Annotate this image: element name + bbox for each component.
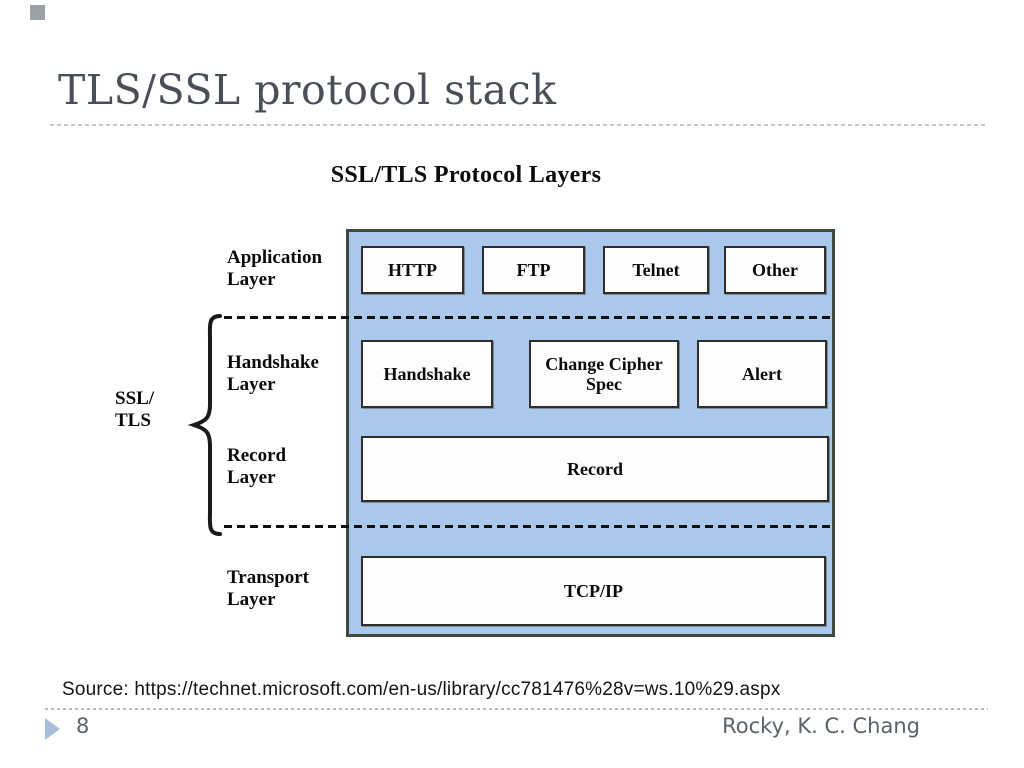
footer-author: Rocky, K. C. Chang <box>722 714 920 738</box>
label-line: Layer <box>227 589 276 610</box>
label-line: Layer <box>227 467 276 488</box>
protocol-box-http: HTTP <box>361 246 464 294</box>
label-line: Layer <box>227 269 276 290</box>
protocol-box-change-cipher-spec: Change Cipher Spec <box>529 340 679 408</box>
protocol-box-tcpip: TCP/IP <box>361 556 826 626</box>
diagram-title: SSL/TLS Protocol Layers <box>330 162 602 188</box>
protocol-box-handshake: Handshake <box>361 340 493 408</box>
label-ssl-tls: SSL/ TLS <box>115 388 154 432</box>
label-line: Application <box>227 247 323 268</box>
protocol-box-alert: Alert <box>697 340 827 408</box>
dashed-divider-bottom <box>224 525 834 528</box>
label-line: SSL/ <box>115 388 155 409</box>
footer-arrow-icon <box>45 718 60 740</box>
protocol-box-record: Record <box>361 436 829 502</box>
label-line: Transport <box>227 567 309 588</box>
protocol-box-ftp: FTP <box>482 246 585 294</box>
label-handshake-layer: Handshake Layer <box>227 352 319 396</box>
source-citation: Source: https://technet.microsoft.com/en… <box>62 679 781 700</box>
label-line: Record <box>227 445 287 466</box>
slide-title: TLS/SSL protocol stack <box>58 66 557 114</box>
dashed-divider-top <box>224 316 834 319</box>
label-line: Handshake <box>227 352 319 373</box>
protocol-box-other: Other <box>724 246 826 294</box>
label-application-layer: Application Layer <box>227 247 322 291</box>
page-number: 8 <box>76 714 90 738</box>
curly-brace-icon <box>187 314 222 536</box>
label-line: Layer <box>227 374 276 395</box>
footer-divider <box>45 708 988 710</box>
label-line: TLS <box>115 410 151 431</box>
corner-decoration-square <box>30 5 45 20</box>
protocol-box-telnet: Telnet <box>603 246 709 294</box>
label-transport-layer: Transport Layer <box>227 567 309 611</box>
title-divider <box>50 124 988 126</box>
label-record-layer: Record Layer <box>227 445 286 489</box>
